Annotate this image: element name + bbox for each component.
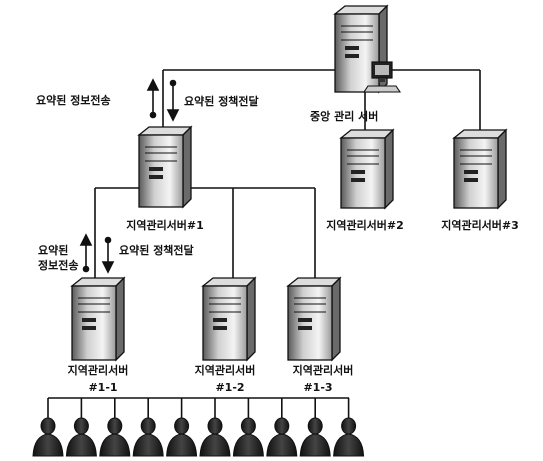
user-icon — [99, 398, 131, 457]
sub-server-1-2-icon — [201, 276, 257, 362]
upper-flow-up-label: 요약된 정보전송 — [36, 94, 111, 107]
user-icon — [166, 398, 198, 457]
sub-server-1-3-icon — [286, 276, 342, 362]
regional-server-3-icon — [452, 128, 508, 210]
regional-server-1-label: 지역관리서버#1 — [126, 219, 204, 232]
lower-up-arrow — [79, 233, 93, 273]
sub-server-1-1-label: 지역관리서버 — [67, 364, 129, 377]
lower-flow-up-label-1: 요약된 — [38, 244, 69, 257]
user-icon — [266, 398, 298, 457]
upper-flow-down-label: 요약된 정책전달 — [184, 95, 259, 108]
lower-flow-down-label: 요약된 정책전달 — [119, 244, 194, 257]
lower-down-arrow — [101, 236, 115, 274]
sub-server-1-3-number: #1-3 — [303, 381, 333, 394]
users-group — [32, 398, 365, 457]
regional-server-2-label: 지역관리서버#2 — [326, 219, 404, 232]
sub-server-1-3-label: 지역관리서버 — [292, 364, 354, 377]
user-icon — [132, 398, 164, 457]
user-icon — [232, 398, 264, 457]
user-icon — [65, 398, 97, 457]
user-icon — [333, 398, 365, 457]
user-icon — [32, 398, 64, 457]
sub-server-1-2-label: 지역관리서버 — [194, 364, 256, 377]
user-icon — [199, 398, 231, 457]
regional-server-3-label: 지역관리서버#3 — [441, 219, 519, 232]
regional-server-2-icon — [339, 128, 395, 210]
sub-server-1-2-number: #1-2 — [215, 381, 245, 394]
central-server-label: 중앙 관리 서버 — [310, 110, 379, 123]
sub-server-1-1-number: #1-1 — [88, 381, 118, 394]
sub-server-1-1-icon — [70, 276, 126, 362]
user-icon — [299, 398, 331, 457]
upper-up-arrow — [146, 78, 160, 119]
regional-server-1-icon — [137, 125, 193, 209]
monitor-icon — [362, 61, 402, 93]
lower-flow-up-label-2: 정보전송 — [38, 259, 79, 272]
flow-arrows — [79, 78, 180, 274]
upper-down-arrow — [166, 79, 180, 122]
